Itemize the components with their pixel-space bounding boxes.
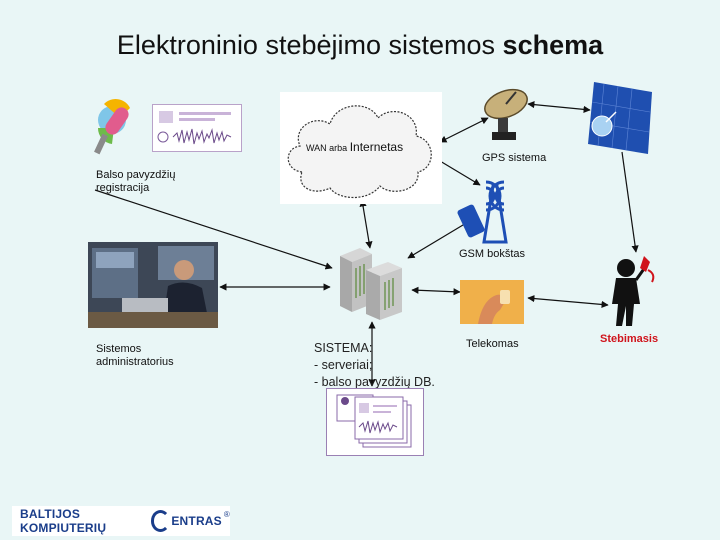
voice-registration-label: Balso pavyzdžių registracija bbox=[96, 169, 176, 195]
logo-text-left: BALTIJOS KOMPIUTERIŲ bbox=[20, 507, 107, 535]
company-logo: BALTIJOS KOMPIUTERIŲ ENTRAS ® bbox=[12, 506, 230, 536]
gsm-tower-icon bbox=[457, 180, 508, 244]
microphone-icon bbox=[94, 99, 130, 155]
title-prefix: Elektroninio stebėjimo sistemos bbox=[116, 30, 503, 60]
system-label-line2: - serveriai; bbox=[314, 358, 373, 372]
database-documents-icon bbox=[336, 394, 412, 448]
line-telecom-monitored bbox=[527, 294, 609, 309]
telecom-label: Telekomas bbox=[466, 338, 519, 350]
registered-mark-icon: ® bbox=[223, 510, 230, 519]
monitored-person-icon bbox=[612, 256, 655, 326]
administrator-icon bbox=[88, 242, 218, 328]
line-registration-system bbox=[94, 189, 333, 270]
gsm-label: GSM bokštas bbox=[459, 248, 526, 260]
voice-registration-label-line1: Balso pavyzdžių bbox=[96, 169, 176, 181]
line-satellite-panel bbox=[527, 101, 591, 113]
voice-database-panel bbox=[326, 388, 424, 456]
wan-label: WAN arba Internetas bbox=[306, 140, 403, 154]
title-bold: schema bbox=[502, 30, 604, 60]
telecom-hand-icon bbox=[460, 280, 524, 324]
system-label-line3: - balso pavyzdžių DB. bbox=[314, 375, 435, 389]
satellite-dish-icon bbox=[484, 88, 528, 140]
gps-label: GPS sistema bbox=[482, 152, 547, 164]
monitored-label: Stebimasis bbox=[600, 333, 659, 345]
line-gsm-system bbox=[407, 221, 469, 259]
administrator-photo bbox=[88, 242, 218, 328]
satellite-panel-icon bbox=[588, 82, 652, 154]
logo-c-icon bbox=[150, 510, 171, 532]
system-label: SISTEMA: - serveriai; - balso pavyzdžių … bbox=[314, 340, 435, 391]
administrator-label-line1: Sistemos bbox=[96, 343, 142, 355]
wan-label-prefix: WAN arba bbox=[306, 143, 348, 153]
internet-label: Internetas bbox=[349, 140, 404, 154]
diagram-title: Elektroninio stebėjimo sistemos schema bbox=[0, 30, 720, 61]
line-cloud-gsm bbox=[434, 157, 481, 186]
system-label-line1: SISTEMA: bbox=[314, 341, 373, 355]
line-cloud-system bbox=[359, 199, 373, 249]
telecom-photo bbox=[460, 280, 524, 324]
waveform-icon bbox=[157, 111, 232, 145]
voice-registration-label-line2: registracija bbox=[96, 182, 150, 194]
line-cloud-satellite bbox=[439, 117, 489, 143]
voice-waveform-panel bbox=[152, 104, 242, 152]
line-system-telecom bbox=[411, 286, 461, 296]
administrator-label: Sistemos administratorius bbox=[96, 343, 174, 369]
administrator-label-line2: administratorius bbox=[96, 356, 174, 368]
line-panel-monitored bbox=[621, 151, 639, 253]
logo-text-right: ENTRAS bbox=[171, 514, 222, 528]
cloud-icon bbox=[280, 92, 442, 204]
server-icon bbox=[340, 248, 402, 320]
